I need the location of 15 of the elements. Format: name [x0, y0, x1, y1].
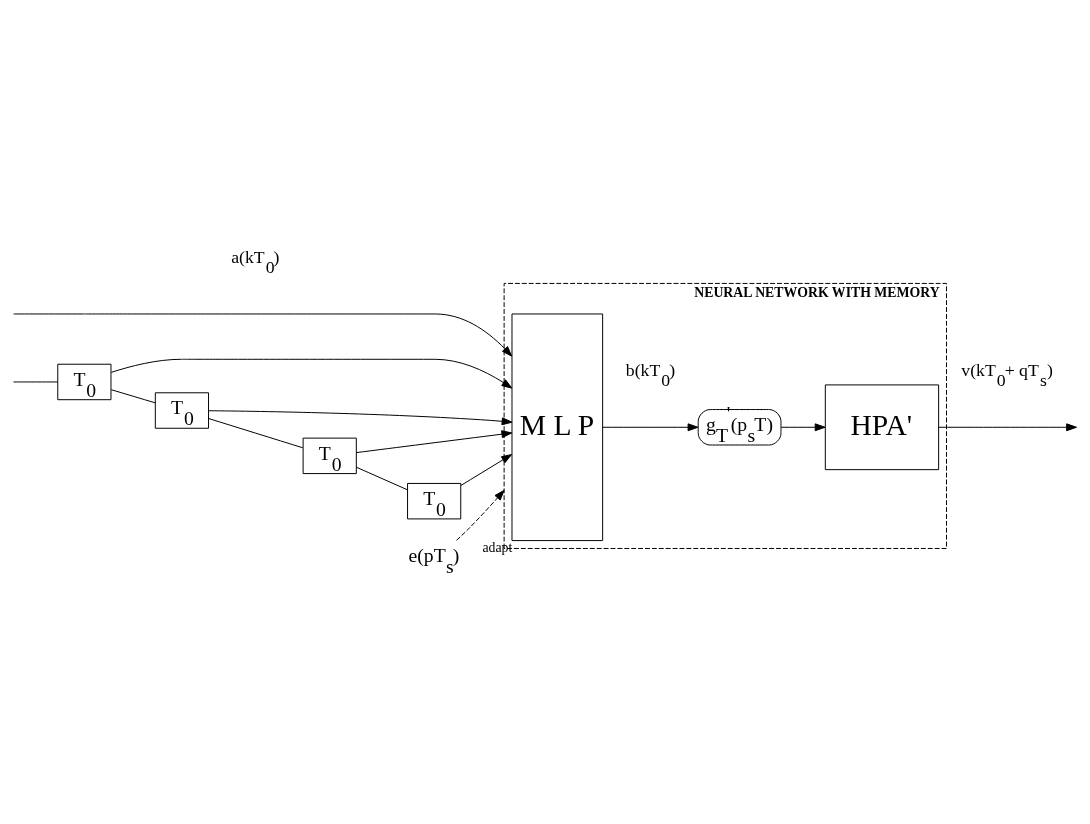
arrow	[13, 312, 513, 357]
node-box: M L P	[511, 312, 604, 541]
arrow	[208, 409, 513, 425]
arrow	[456, 489, 505, 541]
node-box: HPA'	[824, 383, 940, 470]
connector	[208, 417, 304, 448]
arrow	[110, 358, 513, 389]
connector	[13, 380, 59, 382]
arrow	[780, 422, 826, 431]
arrow	[460, 453, 513, 486]
connector	[110, 388, 156, 403]
arrow	[602, 422, 699, 431]
arrow	[356, 429, 513, 453]
arrow	[938, 422, 1077, 431]
connector	[356, 466, 408, 490]
